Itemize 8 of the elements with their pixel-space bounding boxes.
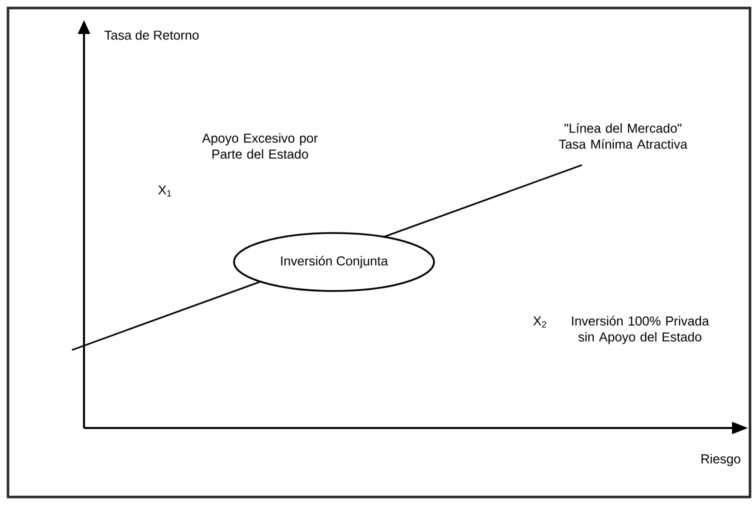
region-label: Apoyo Excesivo por Parte del Estado [202, 133, 318, 159]
axis-title: Riesgo [702, 454, 740, 466]
point-label: X$_{2}$ [533, 316, 546, 328]
axis-title: Tasa de Retorno [104, 30, 199, 40]
region-label: Inversión 100% Privada sin Apoyo del Estado [572, 316, 710, 344]
line-label: "Línea del Mercado" Tasa Mínima Atractiva [558, 123, 688, 149]
point-label: X$_{1}$ [158, 185, 172, 196]
ellipse-node: Inversión Conjunta [233, 232, 435, 292]
